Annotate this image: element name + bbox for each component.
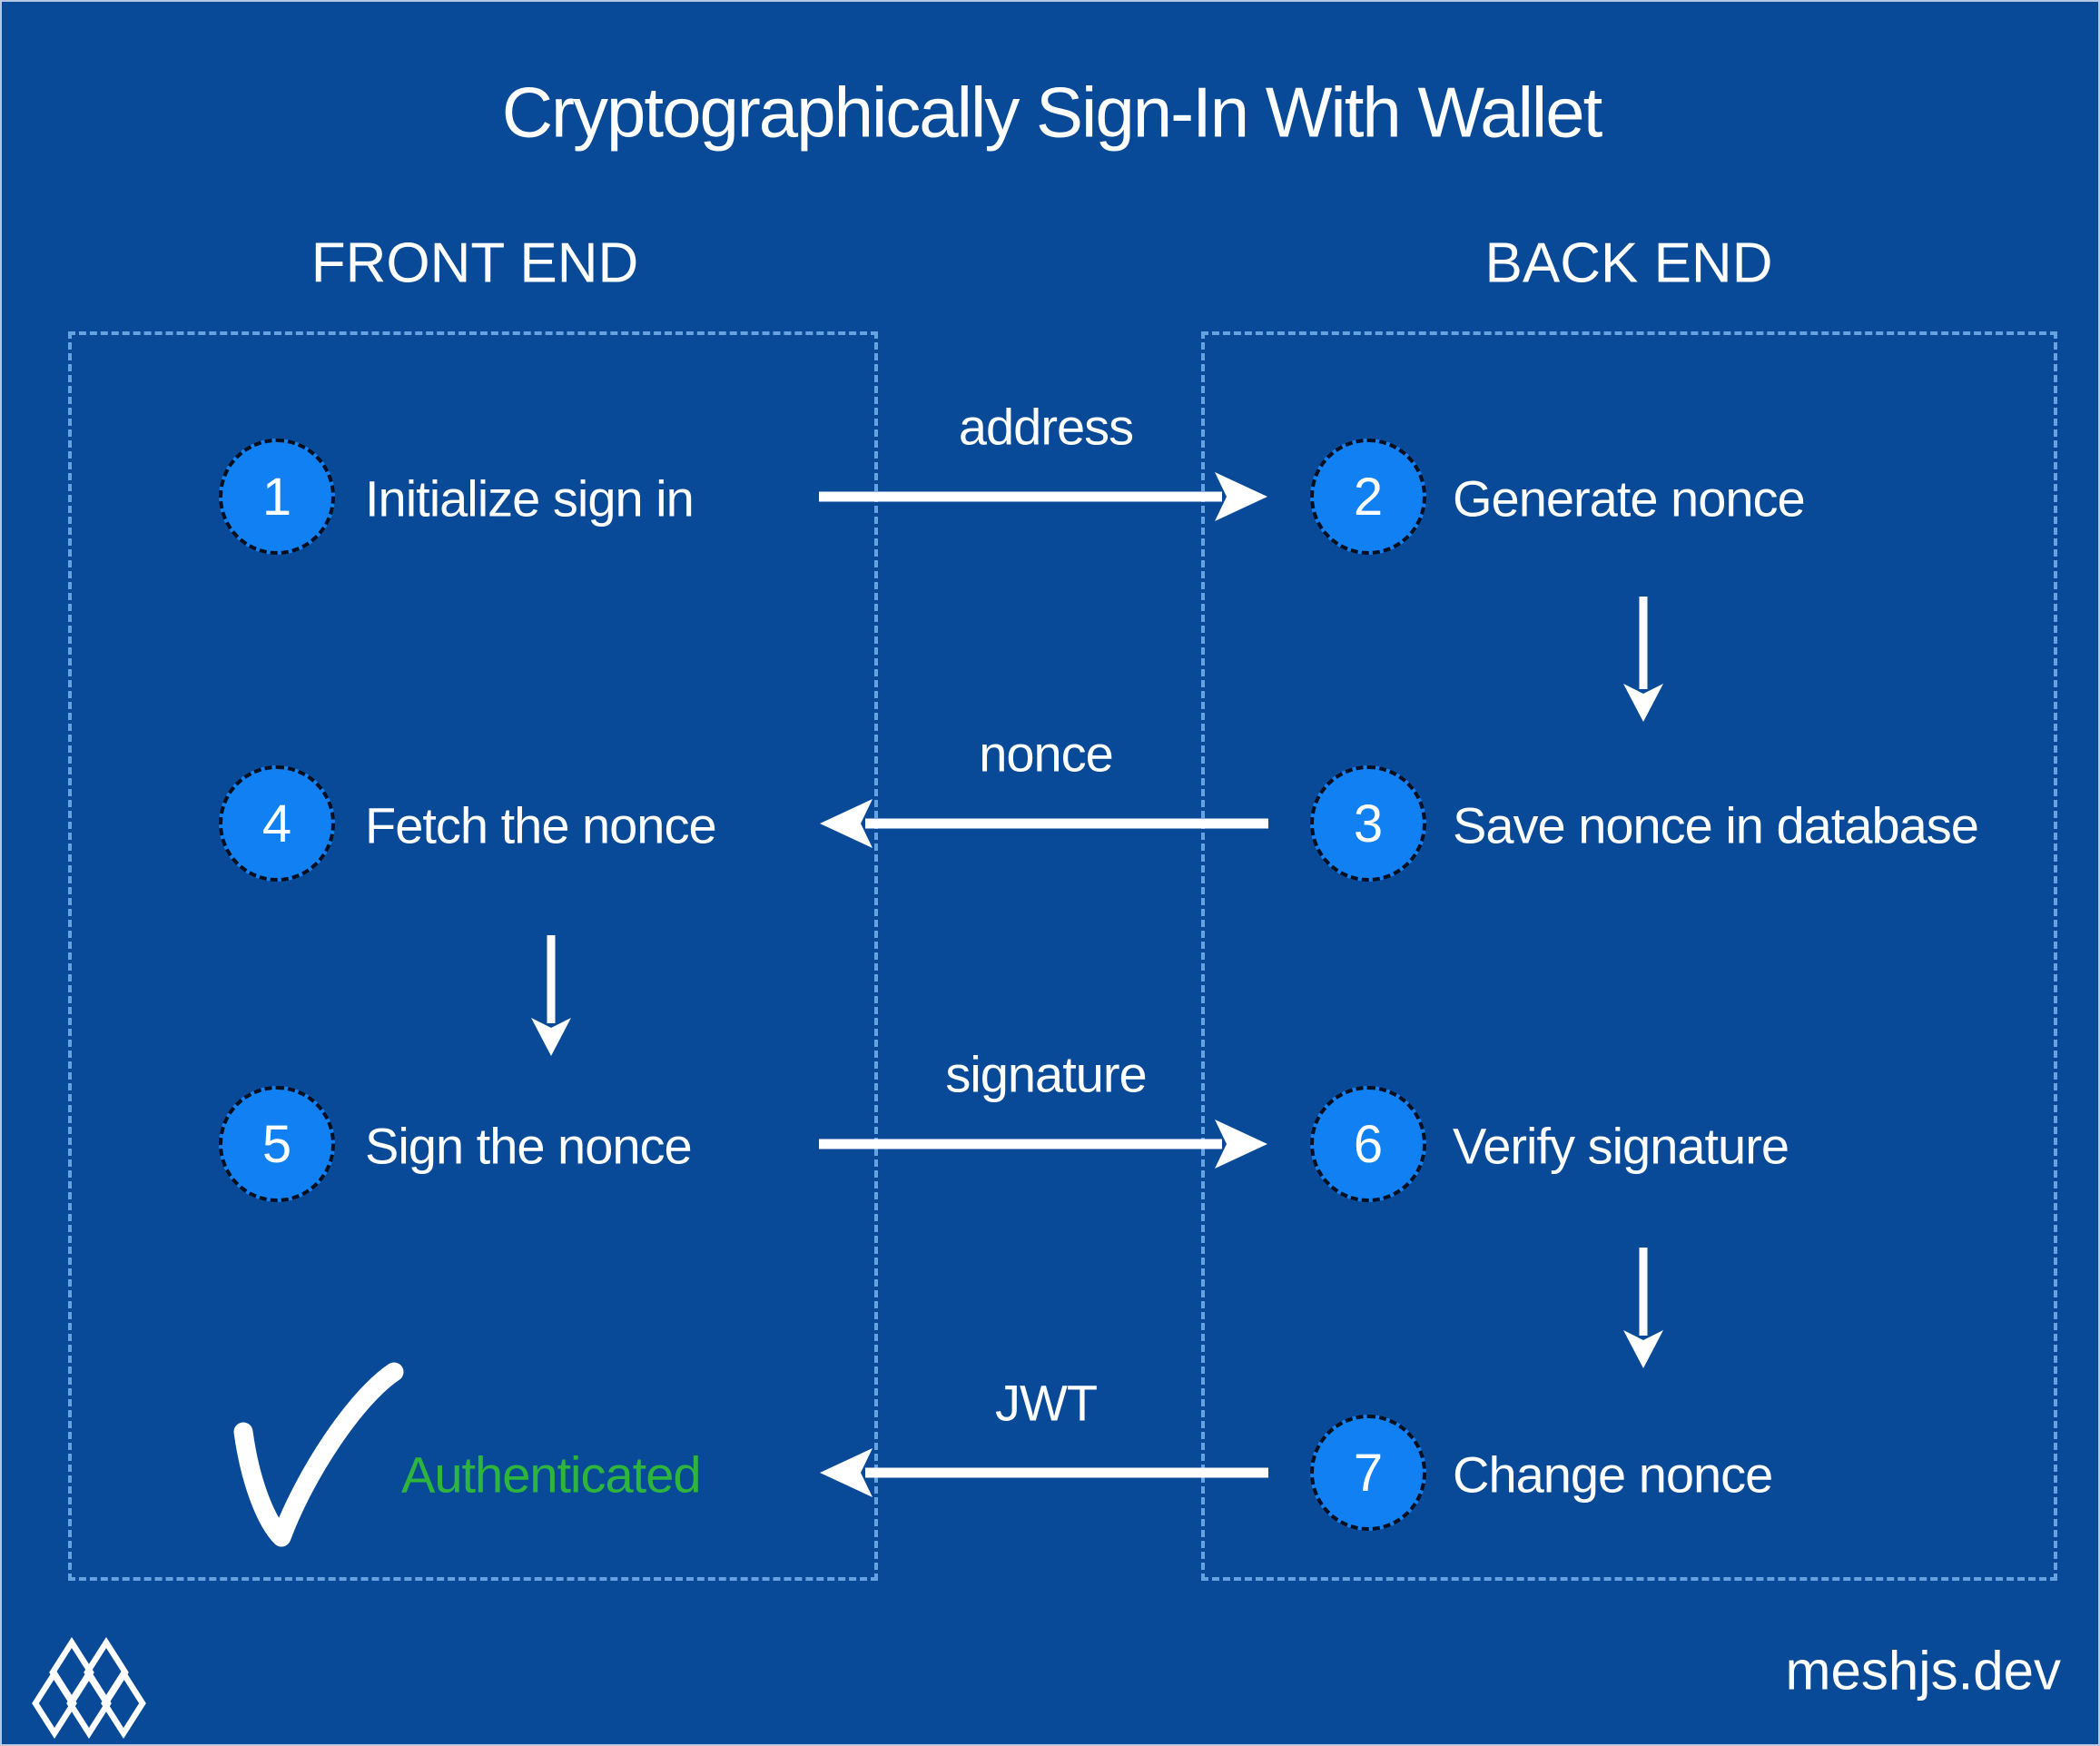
step-number: 4: [261, 794, 292, 853]
authenticated-label: Authenticated: [401, 1445, 701, 1504]
page-title: Cryptographically Sign-In With Wallet: [501, 72, 1603, 153]
step-circle-7: 7: [1310, 1415, 1426, 1531]
step-label-initialize-sign-in: Initialize sign in: [365, 469, 695, 528]
message-label-signature: signature: [945, 1045, 1147, 1103]
step-label-fetch-the-nonce: Fetch the nonce: [365, 796, 717, 854]
check-icon: [233, 1362, 404, 1547]
front-end-heading: FRONT END: [311, 232, 639, 295]
arrow-down-icon: [1623, 597, 1663, 722]
step-label-generate-nonce: Generate nonce: [1453, 469, 1806, 528]
front-end-lane-box: [68, 331, 878, 1581]
step-label-verify-signature: Verify signature: [1453, 1117, 1789, 1175]
step-label-sign-the-nonce: Sign the nonce: [365, 1117, 693, 1175]
step-number: 7: [1353, 1443, 1384, 1503]
message-label-nonce: nonce: [979, 725, 1114, 783]
arrow-right-icon: [819, 472, 1267, 521]
arrow-left-icon: [820, 799, 1268, 848]
step-label-change-nonce: Change nonce: [1453, 1445, 1773, 1504]
mesh-logo-icon: [32, 1636, 146, 1740]
arrow-left-icon: [820, 1448, 1268, 1497]
back-end-heading: BACK END: [1484, 232, 1773, 295]
arrow-down-icon: [531, 935, 571, 1056]
message-label-jwt: JWT: [994, 1374, 1098, 1432]
back-end-lane-box: [1201, 331, 2057, 1581]
arrow-down-icon: [1623, 1248, 1663, 1368]
step-circle-2: 2: [1310, 439, 1426, 555]
step-circle-6: 6: [1310, 1086, 1426, 1202]
step-circle-4: 4: [219, 765, 335, 882]
site-url: meshjs.dev: [1785, 1640, 2061, 1702]
step-number: 6: [1353, 1114, 1384, 1174]
step-number: 3: [1353, 794, 1384, 853]
step-circle-3: 3: [1310, 765, 1426, 882]
step-number: 5: [261, 1114, 292, 1174]
step-number: 1: [261, 467, 292, 527]
arrow-right-icon: [819, 1120, 1267, 1169]
message-label-address: address: [958, 398, 1134, 456]
step-circle-1: 1: [219, 439, 335, 555]
step-number: 2: [1353, 467, 1384, 527]
step-circle-5: 5: [219, 1086, 335, 1202]
step-label-save-nonce-in-database: Save nonce in database: [1453, 796, 1979, 854]
